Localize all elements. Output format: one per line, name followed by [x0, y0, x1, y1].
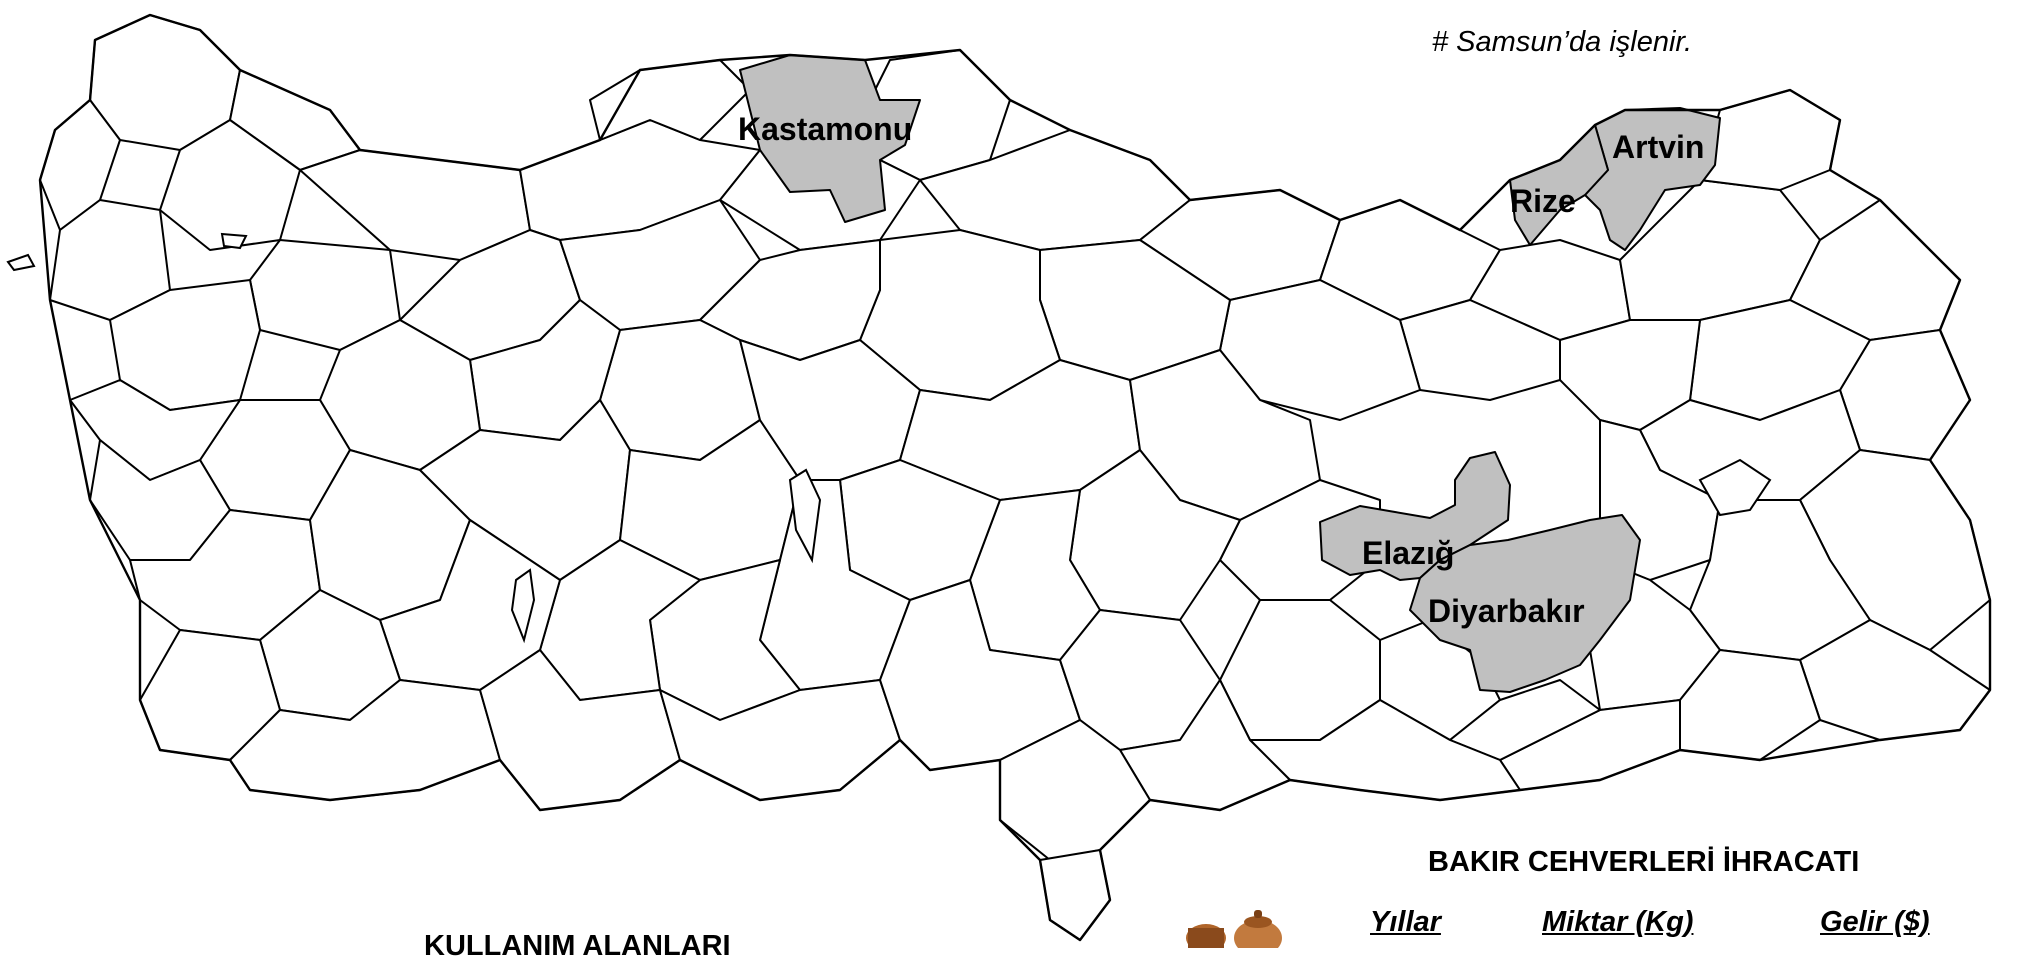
lake-shape	[788, 468, 822, 564]
label-kastamonu: Kastamonu	[738, 111, 912, 147]
label-artvin: Artvin	[1612, 129, 1704, 165]
column-header-years: Yıllar	[1370, 906, 1441, 938]
label-rize: Rize	[1510, 183, 1576, 219]
column-header-income: Gelir ($)	[1820, 906, 1930, 938]
lake-shape	[510, 568, 536, 644]
province-cell	[589, 59, 751, 141]
lake-shape	[220, 232, 248, 250]
copper-pot-icon	[1186, 910, 1282, 948]
province-diyarbakir	[1409, 514, 1641, 693]
lake-shape	[1698, 458, 1772, 517]
country-outline	[38, 13, 1992, 942]
label-elazig: Elazığ	[1362, 535, 1454, 571]
label-diyarbakir: Diyarbakır	[1428, 593, 1585, 629]
export-title: BAKIR CEHVERLERİ İHRACATI	[1428, 846, 1860, 878]
samsun-note: # Samsun’da işlenir.	[1432, 26, 1693, 58]
province-cell	[1699, 89, 1841, 191]
lakes	[6, 232, 1772, 644]
lake-shape	[6, 253, 36, 272]
province-cell	[1039, 849, 1111, 941]
column-header-amount: Miktar (Kg)	[1542, 906, 1694, 938]
